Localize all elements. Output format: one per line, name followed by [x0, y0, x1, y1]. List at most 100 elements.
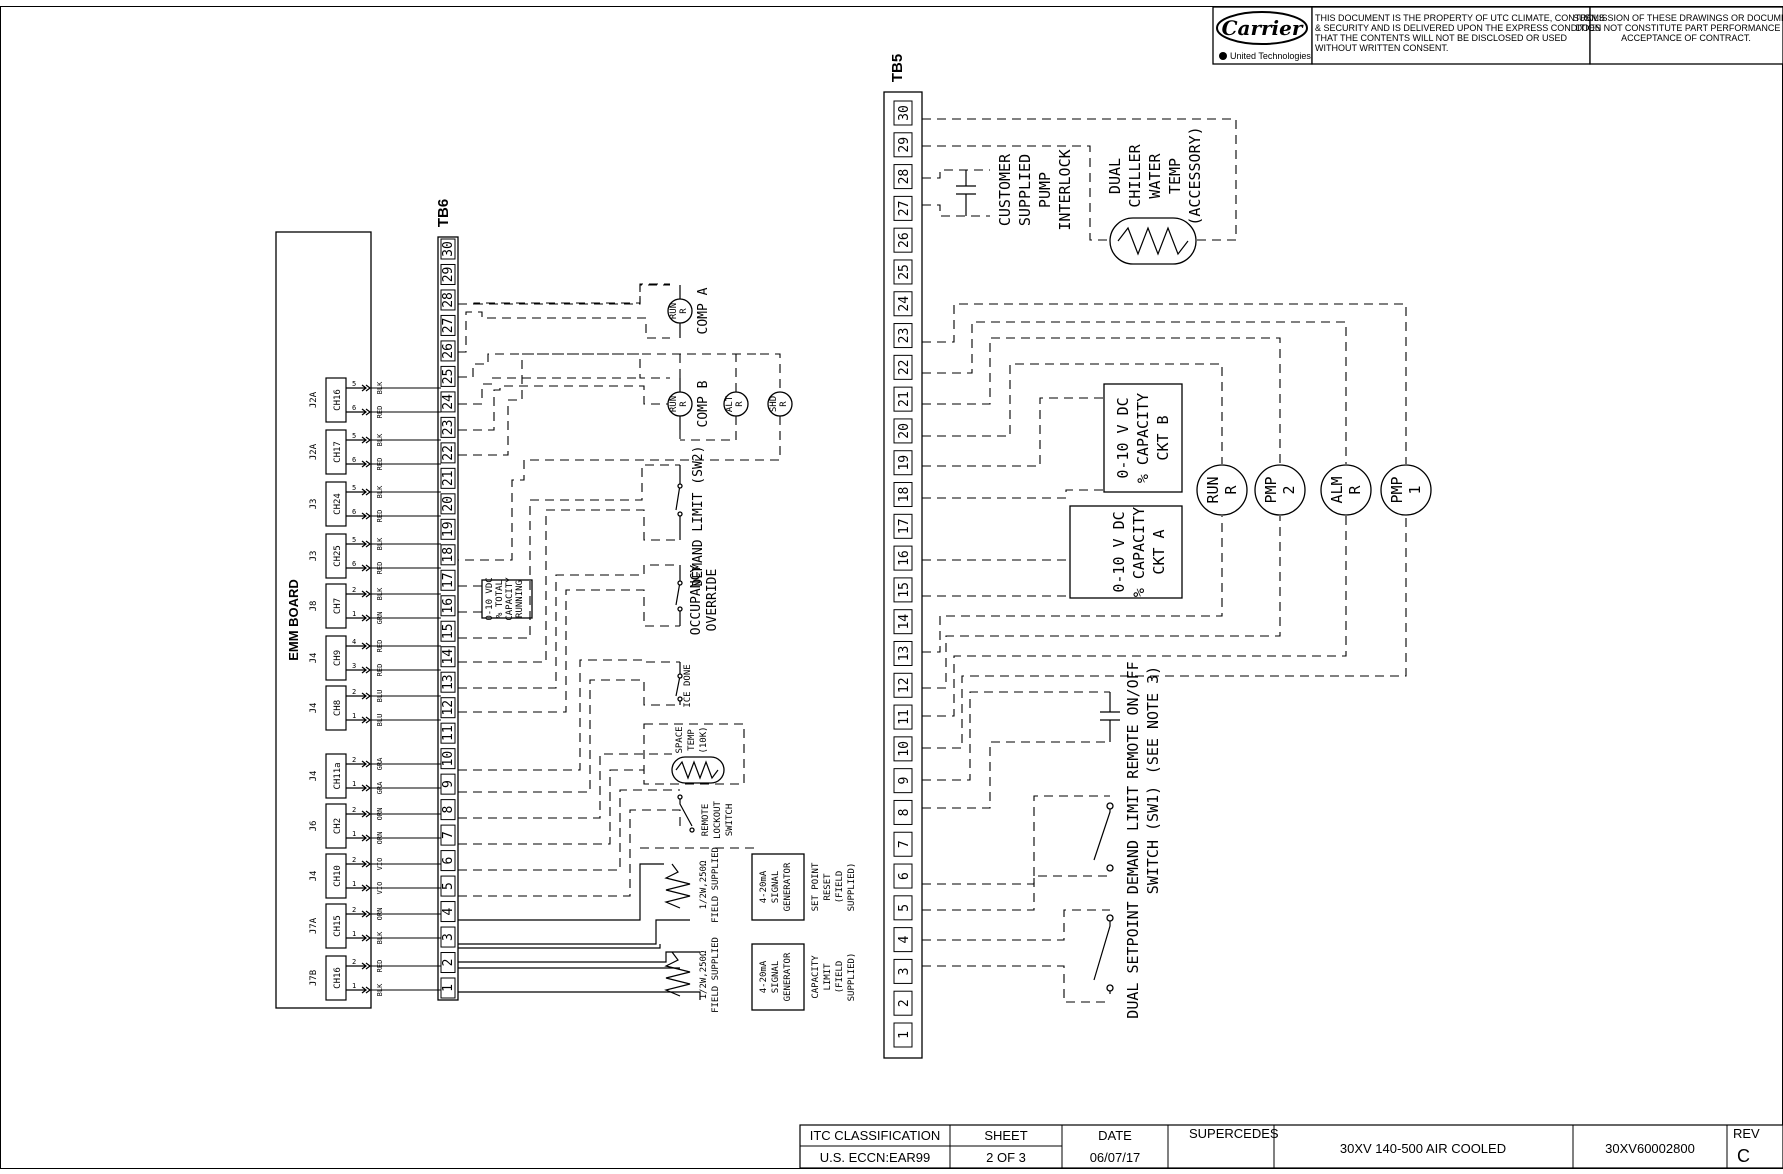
- emm-channel-label: CH17: [333, 441, 343, 463]
- tb5-terminal: [893, 323, 913, 349]
- tb5-terminal-label: 5: [897, 904, 912, 912]
- tb5-terminals: 1234567891011121314151617181920212223242…: [893, 100, 913, 1048]
- tb5-terminal: [893, 831, 913, 857]
- capacity-ckt-b-box: [1103, 383, 1183, 493]
- tb5-terminal-label: 7: [897, 840, 912, 848]
- tb6-terminal-label: 8: [441, 806, 456, 814]
- tb6-terminal-label: 17: [441, 572, 456, 588]
- cap-ckt-a-line1b: % CAPACITY: [1130, 507, 1148, 597]
- resistor2-line2: FIELD SUPPLIED: [711, 937, 721, 1013]
- dual-chiller-line4: TEMP: [1166, 158, 1184, 194]
- tb5-terminal-label: 16: [897, 550, 912, 566]
- signal-gen1-line1: 4-20mA: [759, 870, 769, 903]
- shd-r-label: R: [779, 401, 789, 407]
- emm-pin-label: 1: [352, 712, 356, 720]
- tb6-terminal: [440, 493, 456, 515]
- occupancy-override-line2: OVERRIDE: [705, 569, 720, 632]
- tb6-title: TB6: [435, 199, 452, 227]
- tb5-terminal: [893, 1022, 913, 1048]
- remote-onoff-line1: REMOTE ON/OFF: [1124, 661, 1142, 778]
- run-relay-r-label: R: [1222, 485, 1240, 495]
- total-capacity-line2: % TOTAL: [495, 580, 505, 618]
- tb5-terminal: [893, 291, 913, 317]
- carrier-logo: [1216, 11, 1308, 45]
- space-temp-thermistor-icon: [671, 756, 725, 784]
- tb6-terminal-label: 21: [441, 471, 456, 487]
- emm-pin-label: 2: [352, 856, 356, 864]
- tb6-terminal: [440, 824, 456, 846]
- total-capacity-line4: RUNNING: [515, 580, 525, 618]
- alt-label: ALT: [725, 395, 735, 412]
- dual-chiller-line3: WATER: [1146, 152, 1164, 198]
- emm-channel-label: CH10: [333, 865, 343, 887]
- tb5-terminal-label: 4: [897, 936, 912, 944]
- emm-pin-label: 2: [352, 906, 356, 914]
- tb5-terminal: [893, 354, 913, 380]
- emm-pin-label: 5: [352, 484, 356, 492]
- emm-jack-label: J2A: [309, 391, 319, 408]
- emm-pin-label: 5: [352, 536, 356, 544]
- total-capacity-line1: 0-10 VDC: [485, 577, 495, 620]
- set-point-reset-line3: (FIELD: [835, 871, 845, 904]
- shd-label: SHD: [769, 396, 779, 412]
- sheet-label: SHEET: [984, 1128, 1027, 1143]
- tb6-terminal: [440, 442, 456, 464]
- tb5-terminal: [893, 164, 913, 190]
- emm-pin-label: 1: [352, 930, 356, 938]
- rev-value: C: [1737, 1146, 1750, 1166]
- tb6-terminal-label: 22: [441, 445, 456, 461]
- cap-ckt-b-line2: % CAPACITY: [1134, 393, 1152, 483]
- tb6-terminal: [440, 518, 456, 540]
- signal-gen2-line3: GENERATOR: [783, 952, 793, 1001]
- emm-jack-label: J4: [309, 653, 319, 664]
- emm-channel-label: CH25: [333, 545, 343, 567]
- emm-pin-label: 6: [352, 456, 356, 464]
- submission-notice-line3: ACCEPTANCE OF CONTRACT.: [1621, 33, 1751, 43]
- emm-pin-label: 2: [352, 756, 356, 764]
- tb5-terminal-label: 14: [897, 614, 912, 630]
- emm-jack-label: J3: [309, 499, 319, 510]
- tb6-terminal-label: 7: [441, 831, 456, 839]
- tb6-terminal-label: 5: [441, 882, 456, 890]
- cap-ckt-b-line3: CKT B: [1154, 415, 1172, 460]
- tb5-terminal-label: 15: [897, 582, 912, 598]
- tb5-field-wiring: DUAL CHILLER WATER TEMP (ACCESSORY) CUST…: [922, 118, 1432, 1019]
- tb6-terminal-label: 3: [441, 933, 456, 941]
- capacity-ckt-a-box: [1069, 505, 1183, 599]
- dual-chiller-line5: (ACCESSORY): [1186, 126, 1204, 225]
- remote-lockout-line2: LOCKOUT: [713, 800, 723, 839]
- dual-chiller-line2: CHILLER: [1126, 143, 1144, 207]
- pmp2-label: PMP: [1262, 476, 1280, 503]
- pmp2-num-label: 2: [1280, 485, 1298, 494]
- tb6-terminal: [440, 952, 456, 974]
- dual-setpoint-label: DUAL SETPOINT: [1124, 901, 1142, 1018]
- signal-generator1-box: [751, 853, 805, 921]
- tb5-terminal: [893, 609, 913, 635]
- tb5-terminal: [893, 513, 913, 539]
- tb6-terminal: [440, 238, 456, 260]
- total-capacity-line3: CAPACITY: [505, 577, 515, 621]
- capacity-limit-line1: CAPACITY: [811, 955, 821, 999]
- emm-jack-label: J3: [309, 551, 319, 562]
- tb5-terminal: [893, 386, 913, 412]
- space-temp-enclosure: [643, 723, 745, 785]
- tb6-terminal-label: 11: [441, 725, 456, 741]
- tb5-terminal: [893, 450, 913, 476]
- emm-pin-label: 2: [352, 806, 356, 814]
- tb6-terminal-label: 25: [441, 369, 456, 385]
- date-value: 06/07/17: [1090, 1150, 1141, 1165]
- tb5-terminal-label: 22: [897, 360, 912, 376]
- space-temp-line2: TEMP: [687, 729, 697, 751]
- tb6-terminal-label: 16: [441, 598, 456, 614]
- tb5-terminal-label: 21: [897, 391, 912, 407]
- alm-r-label: R: [1346, 485, 1364, 495]
- demand-limit-sw1-line2: SWITCH (SW1): [1144, 786, 1162, 894]
- pmp1-label: PMP: [1388, 476, 1406, 503]
- tb5-terminal-label: 6: [897, 872, 912, 880]
- resistor2-line1: 1/2W,250Ω: [699, 950, 709, 999]
- utc-logo-icon: [1219, 52, 1227, 60]
- tb6-terminal-label: 9: [441, 780, 456, 788]
- emm-jack-label: J8: [309, 601, 319, 612]
- itc-classification-label: ITC CLASSIFICATION: [810, 1128, 941, 1143]
